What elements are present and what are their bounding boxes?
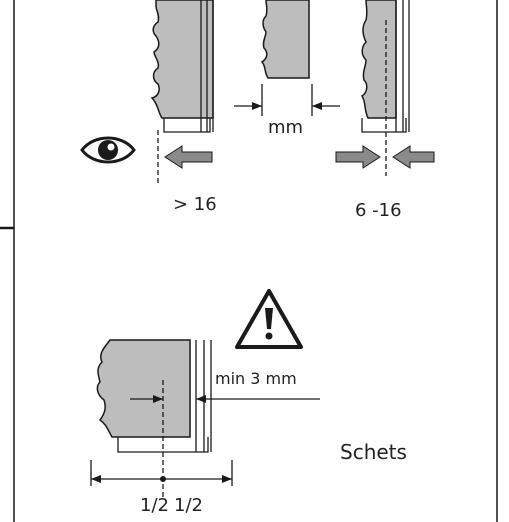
half-right-label: 1/2 [174, 495, 203, 516]
wide-gap-label: > 16 [173, 194, 217, 215]
frame [0, 0, 498, 522]
sketch-label: Schets [340, 440, 407, 464]
blade-measure [234, 0, 340, 116]
push-arrow-icon [164, 145, 435, 169]
half-dimension [91, 475, 232, 483]
blade-narrow-gap [360, 0, 410, 176]
blade-clearance-detail [90, 339, 320, 500]
gap-unit-label: mm [268, 117, 304, 138]
min-clearance-label: min 3 mm [215, 369, 297, 388]
eye-icon [80, 136, 136, 164]
warning-icon [235, 289, 303, 349]
gap-dimension [234, 84, 340, 116]
clearance-dimension [130, 395, 320, 403]
half-left-label: 1/2 [140, 495, 169, 516]
blade-wide-gap [150, 0, 214, 186]
narrow-gap-label: 6 -16 [355, 200, 402, 221]
